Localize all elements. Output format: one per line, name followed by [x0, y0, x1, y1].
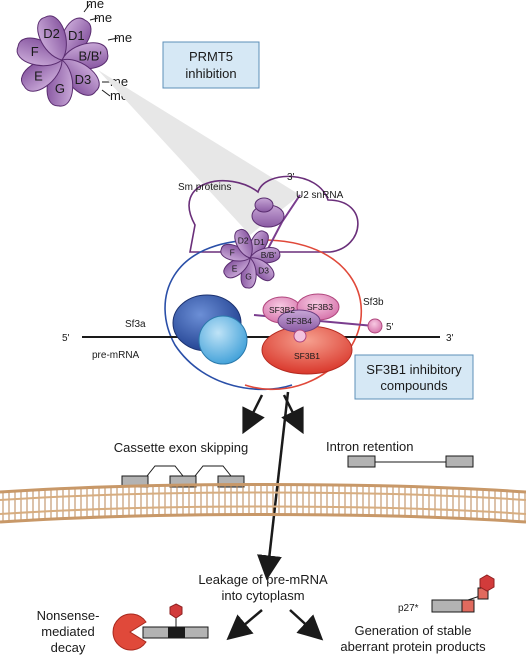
sm-protein-label: D1 — [254, 237, 265, 247]
intron-retention-label: Intron retention — [326, 439, 413, 454]
arrow-to-exon-skipping — [242, 394, 265, 435]
sm-protein-petal — [37, 15, 67, 61]
u2-three-prime-label: 3' — [287, 172, 295, 183]
prmt5-inhibition-box: PRMT5 inhibition — [162, 41, 260, 89]
sf3b-label: Sf3b — [363, 297, 384, 308]
sm-protein-label: G — [55, 81, 65, 96]
branch-point-bead — [293, 329, 307, 343]
leakage-label-line2: into cytoplasm — [221, 588, 304, 603]
nmd-label-line1: Nonsense- — [37, 608, 100, 623]
stop-hexagon-icon — [479, 574, 495, 592]
sm-protein-label: D3 — [258, 266, 269, 276]
nmd-label-line2: mediated — [41, 624, 94, 639]
leakage-label-line1: Leakage of pre-mRNA — [198, 572, 328, 587]
outcome-arrows — [226, 391, 324, 641]
spliceosome-complex — [164, 175, 362, 391]
prmt5-label-line2: inhibition — [185, 66, 236, 81]
nuclear-membrane — [0, 483, 526, 524]
u2-5prime-bead — [367, 318, 383, 334]
cassette-exon-skipping-label: Cassette exon skipping — [114, 440, 248, 455]
sm-protein-label: B/B' — [261, 250, 277, 260]
pre-mrna-three-prime-right: 3' — [446, 333, 454, 344]
sm-protein-label: D3 — [75, 72, 92, 87]
u2-five-prime-right: 5' — [386, 322, 394, 333]
stop-hexagon-icon — [169, 603, 183, 619]
sm-protein-label: E — [232, 264, 238, 274]
sm-protein-label: D1 — [68, 28, 85, 43]
u2-snrna-label: U2 snRNA — [296, 190, 344, 201]
sf3a-label: Sf3a — [125, 319, 146, 330]
sf3b1-inhibitor-line1: SF3B1 inhibitory — [366, 362, 462, 377]
aberrant-label-line1: Generation of stable — [354, 623, 471, 638]
sf3a-outline — [164, 239, 293, 391]
sf3b4-label: SF3B4 — [286, 316, 312, 326]
sf3b-proteins: SF3B2 SF3B3 SF3B4 SF3B1 — [261, 293, 383, 375]
sf3a-proteins — [172, 294, 248, 365]
sf3b1-label: SF3B1 — [294, 351, 320, 361]
p27-diagram — [431, 574, 495, 613]
sm-proteins-label: Sm proteins — [178, 182, 231, 193]
sm-protein-petal — [234, 228, 253, 259]
sm-protein-label: E — [34, 69, 43, 84]
pre-mrna-five-prime-left: 5' — [62, 333, 70, 344]
nmd-label-line3: decay — [51, 640, 86, 655]
u2-snrnp-outline — [188, 175, 359, 253]
sm-protein-label: D2 — [43, 26, 60, 41]
sm-protein-label: F — [31, 44, 39, 59]
p27-label: p27* — [398, 603, 419, 614]
sm-protein-label: G — [245, 272, 252, 282]
methyl-mark: me — [94, 10, 112, 25]
pre-mrna-label: pre-mRNA — [92, 350, 140, 361]
sm-protein-label: B/B' — [78, 48, 101, 63]
sf3b1-protein — [261, 325, 353, 375]
arrow-to-nmd — [226, 609, 263, 641]
focus-beam — [98, 70, 300, 235]
pacman-decay-icon — [112, 613, 147, 651]
prmt5-label-line1: PRMT5 — [189, 49, 233, 64]
nmd-diagram — [112, 603, 209, 651]
arrow-to-aberrant-proteins — [289, 609, 324, 641]
sf3b1-inhibitor-box: SF3B1 inhibitory compounds — [354, 354, 474, 400]
arrow-to-cytoplasm — [256, 391, 290, 581]
methyl-mark: me — [86, 0, 104, 11]
sf3b1-inhibitor-line2: compounds — [380, 378, 448, 393]
sf3b3-label: SF3B3 — [307, 302, 333, 312]
u2-snrna-cap — [251, 197, 285, 228]
sf3b2-label: SF3B2 — [269, 305, 295, 315]
sf3b-outline — [244, 239, 362, 391]
sm-protein-label: D2 — [238, 236, 249, 246]
sm-protein-label: F — [230, 248, 235, 258]
intron-retention-diagram — [347, 455, 474, 468]
aberrant-label-line2: aberrant protein products — [340, 639, 486, 654]
methyl-mark: me — [114, 30, 132, 45]
